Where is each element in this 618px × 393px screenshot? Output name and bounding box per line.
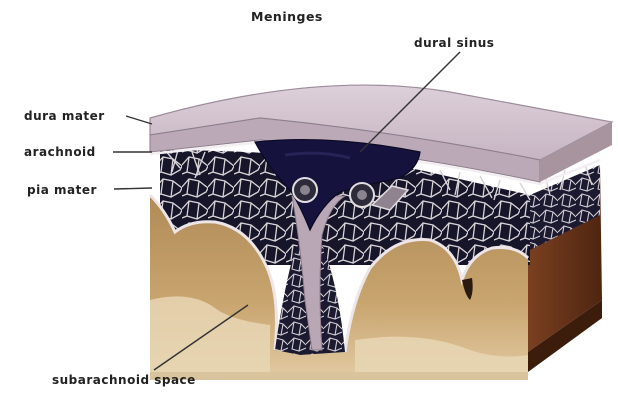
label-pia-mater: pia mater: [27, 183, 97, 197]
label-dural-sinus: dural sinus: [414, 36, 494, 50]
label-dura-mater: dura mater: [24, 109, 105, 123]
label-subarachnoid-space: subarachnoid space: [52, 373, 196, 387]
diagram-title: Meninges: [251, 10, 323, 24]
label-arachnoid: arachnoid: [24, 145, 96, 159]
